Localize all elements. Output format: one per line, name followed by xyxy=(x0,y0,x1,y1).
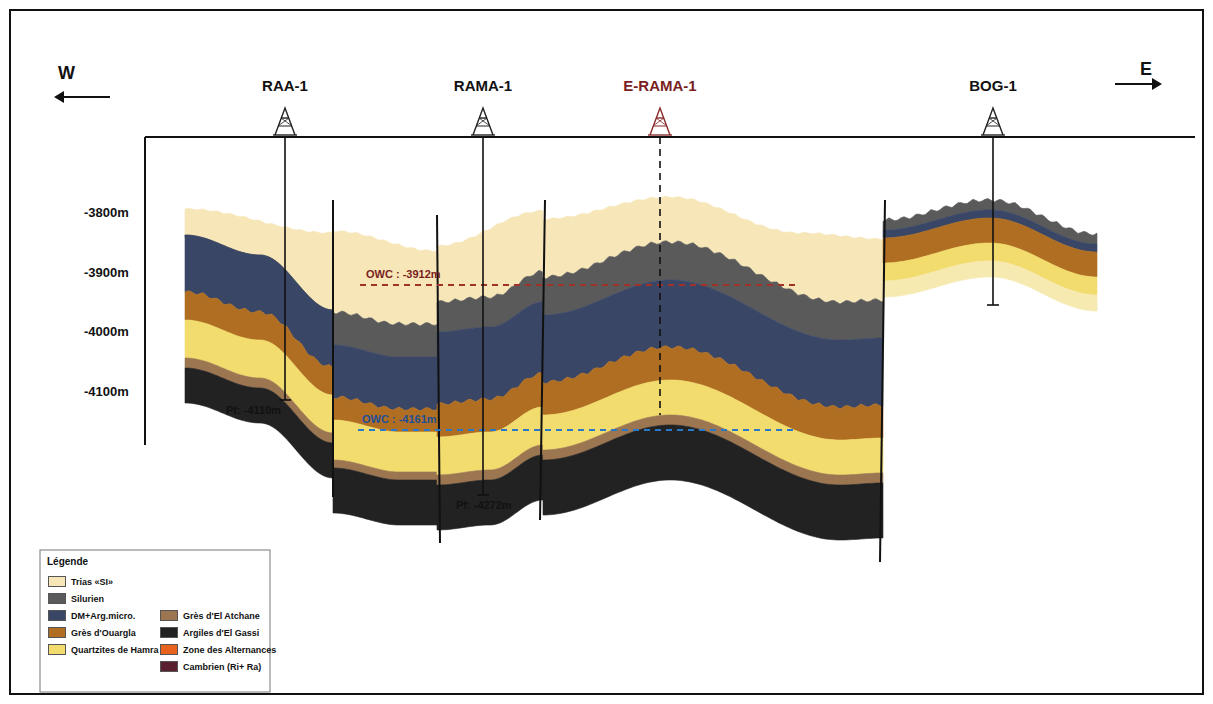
fault-line xyxy=(332,200,334,497)
derrick-frame xyxy=(275,108,295,135)
depth-label: -3800m xyxy=(84,206,129,220)
well-name: RAMA-1 xyxy=(454,78,512,95)
derrick-symbol xyxy=(648,108,672,135)
direction-arrow xyxy=(60,96,110,98)
legend-text: DM+Arg.micro. xyxy=(71,611,135,621)
derrick-symbol xyxy=(471,108,495,135)
rock-layer xyxy=(883,261,1097,311)
derrick-frame xyxy=(650,108,670,135)
legend-text: Silurien xyxy=(71,594,104,604)
derrick-frame xyxy=(983,108,1003,135)
derrick-base xyxy=(471,134,495,135)
legend-swatch xyxy=(48,627,66,638)
derrick-base xyxy=(648,134,672,135)
legend-entry: Cambrien (Ri+ Ra) xyxy=(160,661,261,672)
legend-swatch xyxy=(160,661,178,672)
legend-entry: Argiles d'El Gassi xyxy=(160,627,259,638)
direction-label: E xyxy=(1140,60,1152,80)
fault-line xyxy=(437,215,440,543)
well-trajectory xyxy=(284,137,286,400)
owc-line xyxy=(360,284,795,286)
total-depth-tick xyxy=(477,494,489,496)
total-depth-tick xyxy=(279,399,291,401)
legend-text: Trias «SI» xyxy=(71,577,113,587)
well-trajectory xyxy=(659,137,661,415)
fault-line xyxy=(880,200,885,562)
total-depth-label: Pf: -4110m xyxy=(226,404,281,416)
rock-layer xyxy=(185,368,333,478)
arrow-head xyxy=(54,91,64,103)
depth-axis xyxy=(144,137,146,445)
well-name: BOG-1 xyxy=(969,78,1017,95)
well-trajectory xyxy=(992,137,994,305)
total-depth-label: Pf: -4272m xyxy=(456,499,512,511)
legend-entry: Quartzites de Hamra xyxy=(48,644,159,655)
derrick-brace xyxy=(986,118,1000,126)
legend-text: Quartzites de Hamra xyxy=(71,645,159,655)
legend-text: Grès d'Ouargla xyxy=(71,628,136,638)
legend-swatch xyxy=(48,644,66,655)
legend-entry: Trias «SI» xyxy=(48,576,113,587)
legend-entry: Grès d'El Atchane xyxy=(160,610,260,621)
derrick-base xyxy=(273,134,297,135)
legend-title: Légende xyxy=(47,556,88,567)
depth-label: -4000m xyxy=(84,325,129,339)
legend-swatch xyxy=(48,593,66,604)
well-trajectory xyxy=(482,137,484,495)
legend-swatch xyxy=(48,610,66,621)
frame xyxy=(10,10,1203,694)
derrick-brace xyxy=(653,126,667,127)
legend-entry: Grès d'Ouargla xyxy=(48,627,136,638)
legend-text: Cambrien (Ri+ Ra) xyxy=(183,662,261,672)
derrick-brace xyxy=(476,126,490,127)
derrick-brace xyxy=(278,118,292,126)
legend-swatch xyxy=(160,610,178,621)
direction-label: W xyxy=(58,64,75,84)
well-name: RAA-1 xyxy=(262,78,308,95)
fault-line xyxy=(540,200,545,520)
derrick-brace xyxy=(653,118,667,126)
owc-label: OWC : -3912m xyxy=(366,268,441,280)
total-depth-tick xyxy=(987,304,999,306)
well-name: E-RAMA-1 xyxy=(623,78,696,95)
rock-layer xyxy=(437,455,543,530)
owc-line xyxy=(358,429,795,431)
derrick-frame xyxy=(473,108,493,135)
derrick-brace xyxy=(476,118,490,126)
derrick-symbol xyxy=(981,108,1005,135)
legend-swatch xyxy=(160,627,178,638)
arrow-head xyxy=(1152,78,1162,90)
legend-entry: Silurien xyxy=(48,593,104,604)
legend-entry: Zone des Alternances xyxy=(160,644,276,655)
direction-arrow xyxy=(1115,83,1155,85)
ground-line xyxy=(145,136,1195,138)
rock-layer xyxy=(543,425,883,540)
depth-label: -4100m xyxy=(84,385,129,399)
legend-box xyxy=(40,550,270,692)
legend-entry: DM+Arg.micro. xyxy=(48,610,135,621)
owc-label: OWC : -4161m xyxy=(362,413,437,425)
derrick-base xyxy=(981,134,1005,135)
derrick-brace xyxy=(278,126,292,127)
derrick-brace xyxy=(986,126,1000,127)
depth-label: -3900m xyxy=(84,266,129,280)
legend-swatch xyxy=(48,576,66,587)
derrick-symbol xyxy=(273,108,297,135)
legend-text: Argiles d'El Gassi xyxy=(183,628,259,638)
legend-swatch xyxy=(160,644,178,655)
legend-text: Grès d'El Atchane xyxy=(183,611,260,621)
legend-text: Zone des Alternances xyxy=(183,645,276,655)
rock-layer xyxy=(333,468,437,525)
